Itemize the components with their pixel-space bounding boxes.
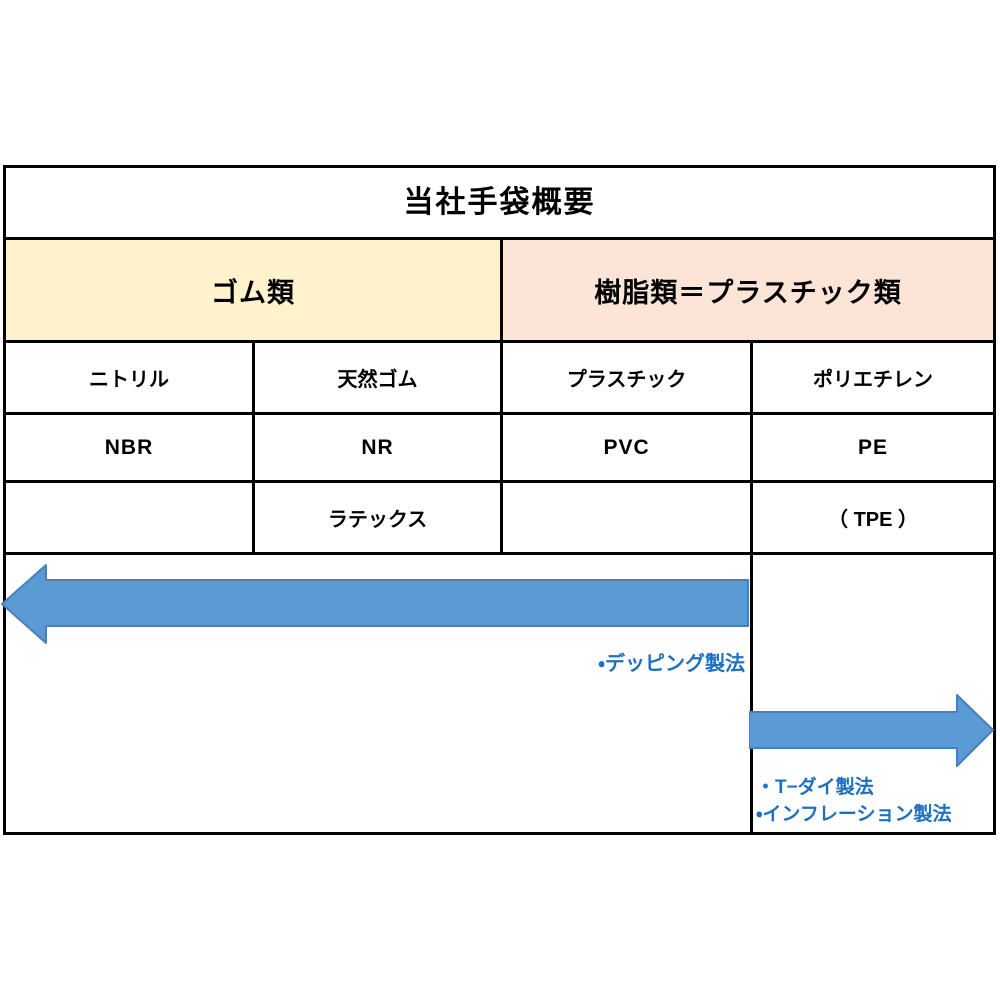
dipping-process-cell: ・デッピング製法 xyxy=(1,555,753,832)
process-row: ・デッピング製法 ・T−ダイ製法 ・インフレーション製法 xyxy=(1,555,994,832)
extrusion-process-cell: ・T−ダイ製法 ・インフレーション製法 xyxy=(748,555,994,832)
cell-sub-empty-2 xyxy=(503,483,754,552)
left-arrow-icon xyxy=(1,564,749,644)
gloves-overview-table: 当社手袋概要 ゴム類 樹脂類＝プラスチック類 ニトリル 天然ゴム プラスチック … xyxy=(1,165,996,835)
cell-type-natural-rubber: 天然ゴム xyxy=(255,343,504,412)
cell-sub-latex: ラテックス xyxy=(255,483,504,552)
tdie-method-label: ・T−ダイ製法 xyxy=(755,777,874,798)
page-title: 当社手袋概要 xyxy=(403,186,596,219)
cell-abbr-nr: NR xyxy=(255,415,504,480)
cell-abbr-nbr: NBR xyxy=(6,415,256,480)
material-type-row: ニトリル 天然ゴム プラスチック ポリエチレン xyxy=(6,343,993,415)
abbreviation-row: NBR NR PVC PE xyxy=(6,415,993,483)
cell-type-nitrile: ニトリル xyxy=(6,343,256,412)
cell-sub-tpe: （ TPE ） xyxy=(828,509,919,531)
category-rubber-header: ゴム類 xyxy=(6,240,503,340)
cell-abbr-pe: PE xyxy=(858,435,889,459)
extrusion-methods-labels: ・T−ダイ製法 ・インフレーション製法 xyxy=(756,774,952,828)
sub-material-row: ラテックス （ TPE ） xyxy=(6,483,993,555)
cell-type-plastic: プラスチック xyxy=(503,343,754,412)
category-header-row: ゴム類 樹脂類＝プラスチック類 xyxy=(6,240,993,343)
cell-sub-empty-1 xyxy=(6,483,256,552)
inflation-method-label: ・インフレーション製法 xyxy=(755,804,952,825)
cell-type-polyethylene: ポリエチレン xyxy=(813,369,934,391)
title-row: 当社手袋概要 xyxy=(6,168,993,240)
category-plastic-header: 樹脂類＝プラスチック類 xyxy=(502,240,993,340)
dipping-method-label: ・デッピング製法 xyxy=(598,653,745,675)
cell-abbr-pvc: PVC xyxy=(503,415,754,480)
right-arrow-icon xyxy=(748,694,994,767)
